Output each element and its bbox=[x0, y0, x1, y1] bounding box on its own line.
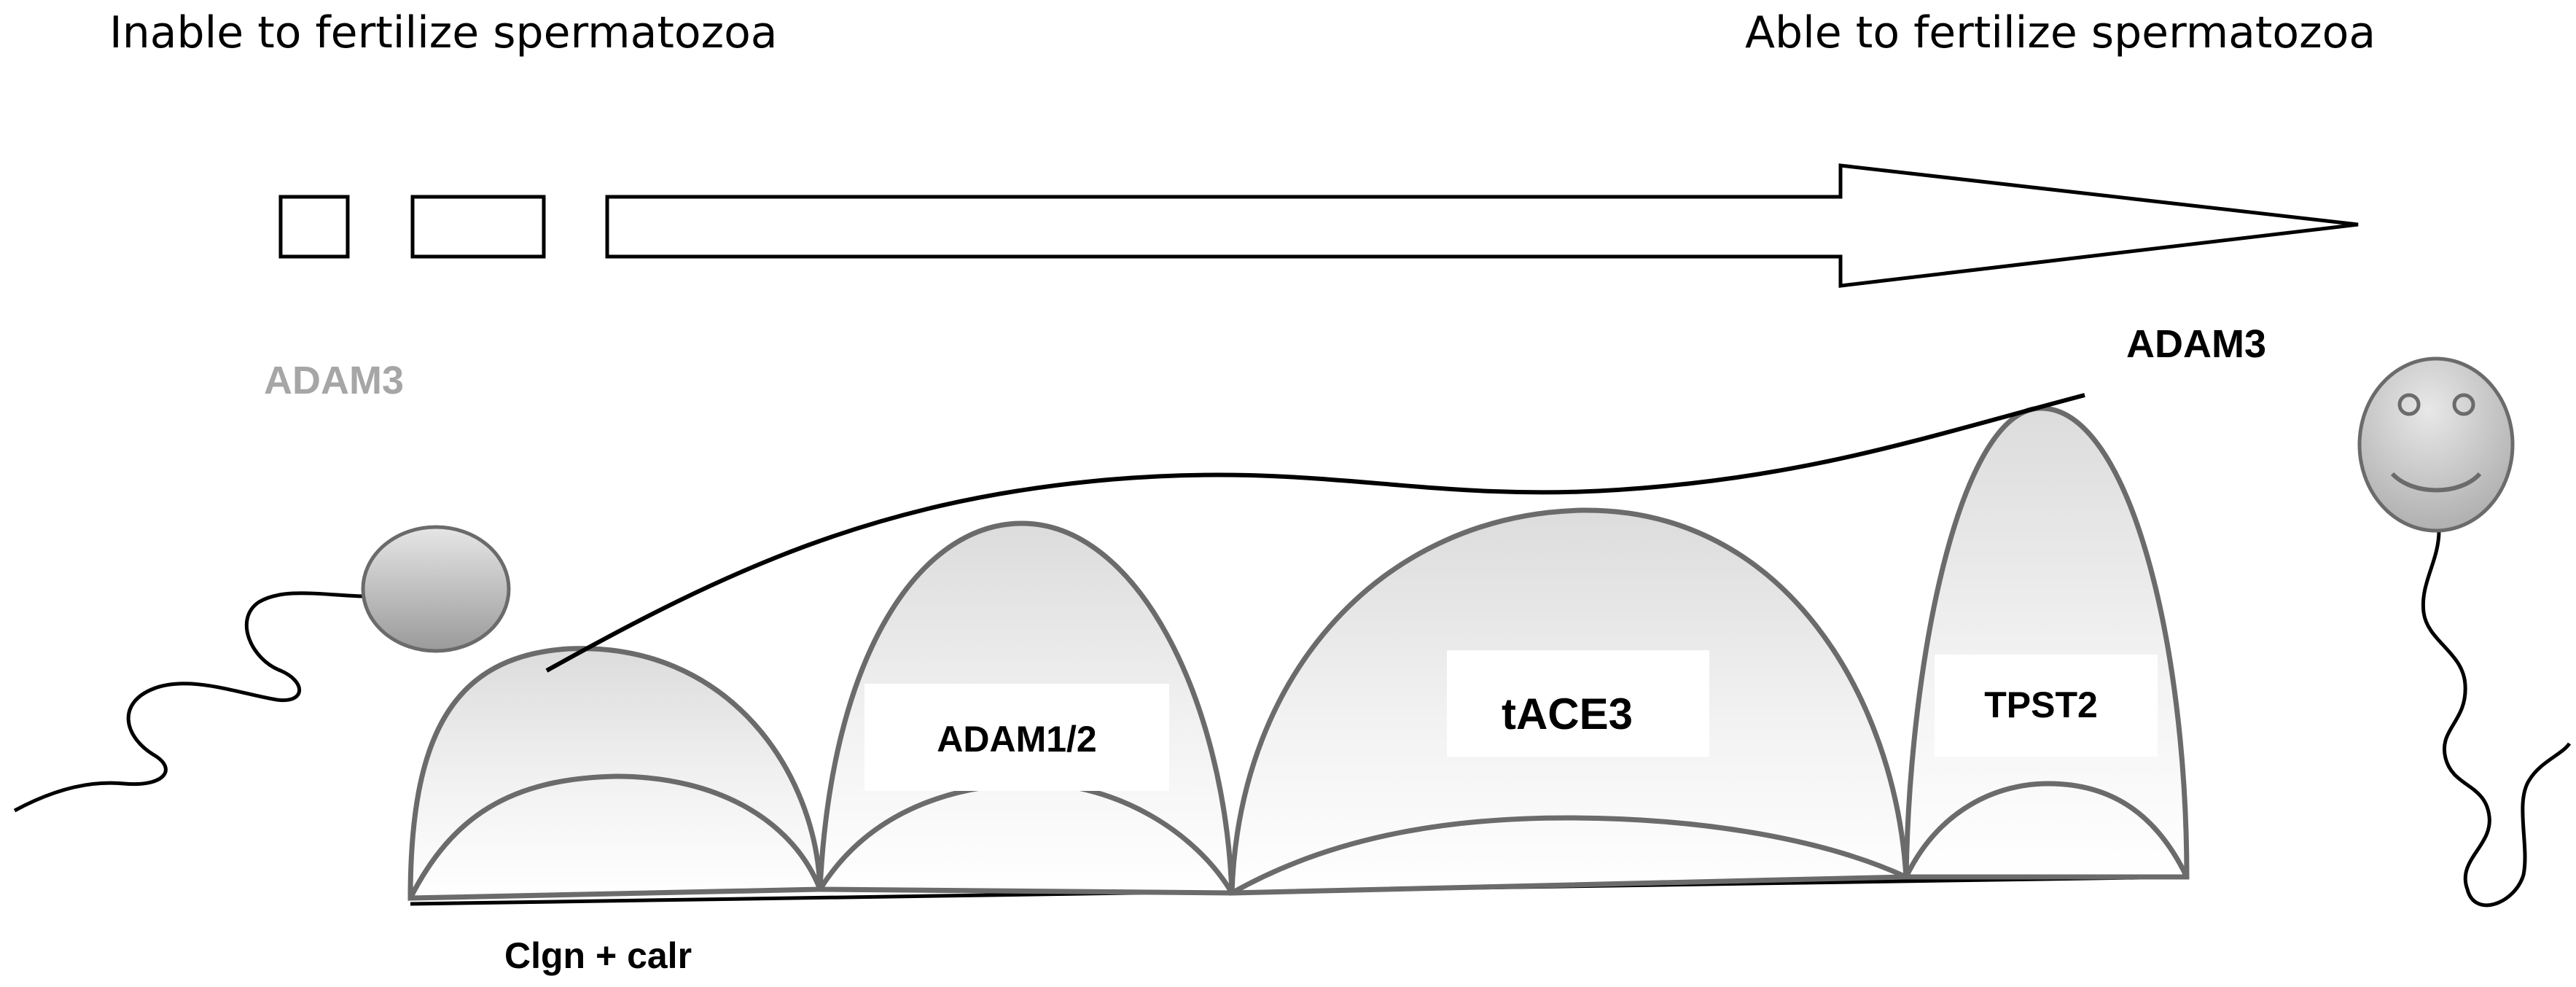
arrow-segment-small bbox=[278, 195, 350, 259]
smiley-left-eye-icon bbox=[2397, 393, 2421, 416]
factor-label-tpst2: TPST2 bbox=[1984, 684, 2098, 725]
factor-label-box-tpst2: TPST2 bbox=[1935, 655, 2158, 757]
arrow-segment-medium bbox=[410, 195, 546, 259]
immature-sperm-head bbox=[361, 525, 511, 653]
factor-label-adam12: ADAM1/2 bbox=[937, 719, 1096, 760]
arch-tace3-inner bbox=[1230, 815, 1908, 896]
heading-right: Able to fertilize spermatozoa bbox=[1745, 7, 2376, 58]
maturation-arches bbox=[407, 405, 2190, 901]
mature-sperm-icon bbox=[2357, 356, 2572, 908]
clgn-calr-label: Clgn + calr bbox=[504, 935, 692, 976]
arrow-body bbox=[605, 163, 2359, 288]
mature-sperm-tail bbox=[2421, 530, 2572, 908]
adam3-inactive-label: ADAM3 bbox=[264, 359, 404, 402]
adam3-active-label: ADAM3 bbox=[2126, 322, 2266, 366]
factor-label-box-adam12: ADAM1/2 bbox=[864, 684, 1169, 791]
smiley-head bbox=[2357, 356, 2515, 533]
progression-arrow bbox=[278, 163, 2359, 288]
heading-left: Inable to fertilize spermatozoa bbox=[109, 7, 778, 58]
arch-tpst2 bbox=[1903, 405, 2190, 880]
arch-tpst2-inner bbox=[1903, 781, 2190, 878]
adam3-progression-curve bbox=[545, 393, 2085, 673]
immature-sperm-icon bbox=[13, 525, 511, 813]
factor-label-box-tace3: tACE3 bbox=[1447, 650, 1709, 757]
arch-clgn-calr bbox=[407, 646, 823, 901]
arch-clgn-calr-inner bbox=[407, 773, 823, 900]
smiley-right-eye-icon bbox=[2452, 393, 2475, 416]
smiley-mouth-icon bbox=[2390, 472, 2482, 493]
immature-sperm-tail bbox=[13, 591, 364, 813]
factor-label-tace3: tACE3 bbox=[1502, 690, 1633, 738]
